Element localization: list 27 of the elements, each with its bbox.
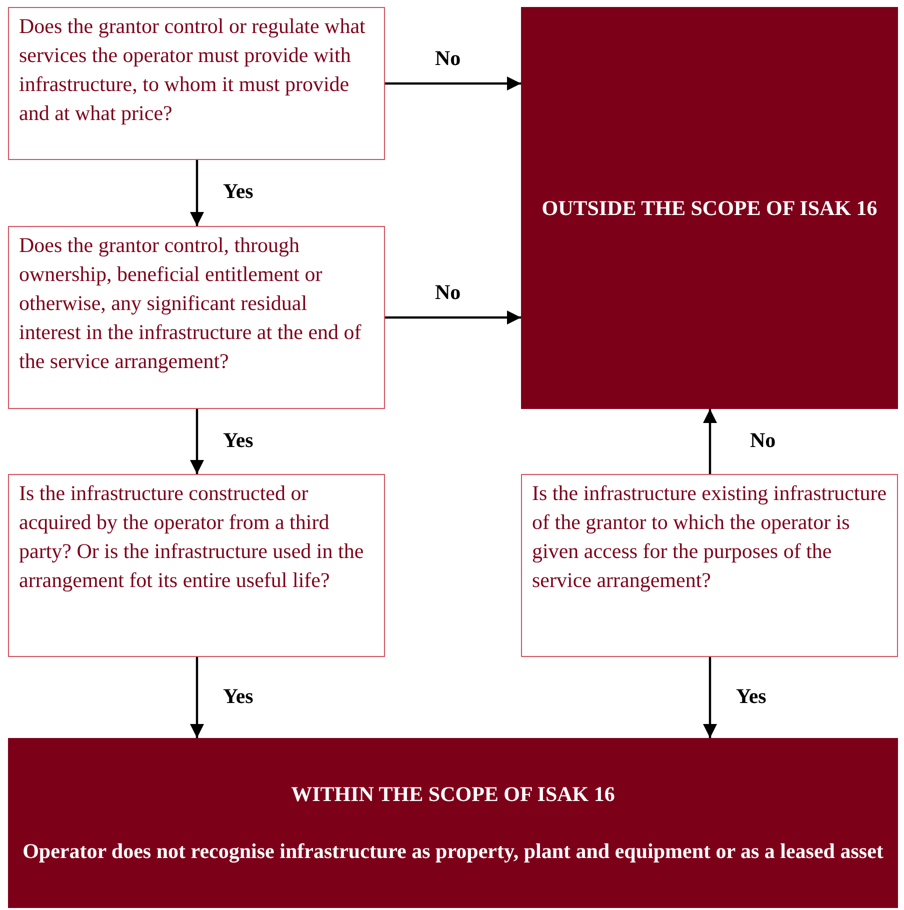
arrow — [190, 409, 204, 474]
edge-label: Yes — [223, 428, 254, 452]
edge-label: Yes — [223, 179, 254, 203]
edge-label: No — [435, 46, 461, 70]
question-text: Is the infrastructure constructed or acquired by the operator from a third party? Or is the infrastructure used in the arrangement fot its entire useful life? — [19, 480, 365, 594]
question-text: Does the grantor control or regulate what services the operator must provide with infrastructure, to whom it must provide and at what price? — [19, 13, 366, 127]
arrow — [703, 657, 717, 738]
decision-box — [8, 474, 385, 657]
question-text: Is the infrastructure existing infrastructure of the grantor to which the operator is given access for the purposes of the service arrangement? — [532, 480, 887, 594]
arrow — [190, 160, 204, 226]
question-text: Does the grantor control, through ownership, beneficial entitlement or otherwise, any significant residual interest in the infrastructure at the end of the service arrangement? — [19, 232, 362, 375]
edge-label: Yes — [223, 684, 254, 708]
outcome-box — [521, 7, 898, 409]
question-text: Operator does not recognise infrastructure as property, plant and equipment or as a leased asset — [22, 838, 884, 865]
decision-box — [521, 474, 898, 657]
edge-label: No — [435, 280, 461, 304]
edge-label: Yes — [736, 684, 766, 708]
arrow — [190, 657, 204, 738]
edge-label: No — [750, 428, 776, 452]
question-text: OUTSIDE THE SCOPE OF ISAK 16 — [542, 194, 878, 222]
outcome-box — [8, 738, 898, 908]
decision-box — [8, 226, 385, 409]
arrow — [385, 76, 521, 90]
decision-box — [8, 7, 385, 160]
outcome-heading: WITHIN THE SCOPE OF ISAK 16 — [291, 781, 615, 808]
arrow — [385, 310, 521, 324]
arrow — [703, 409, 717, 474]
